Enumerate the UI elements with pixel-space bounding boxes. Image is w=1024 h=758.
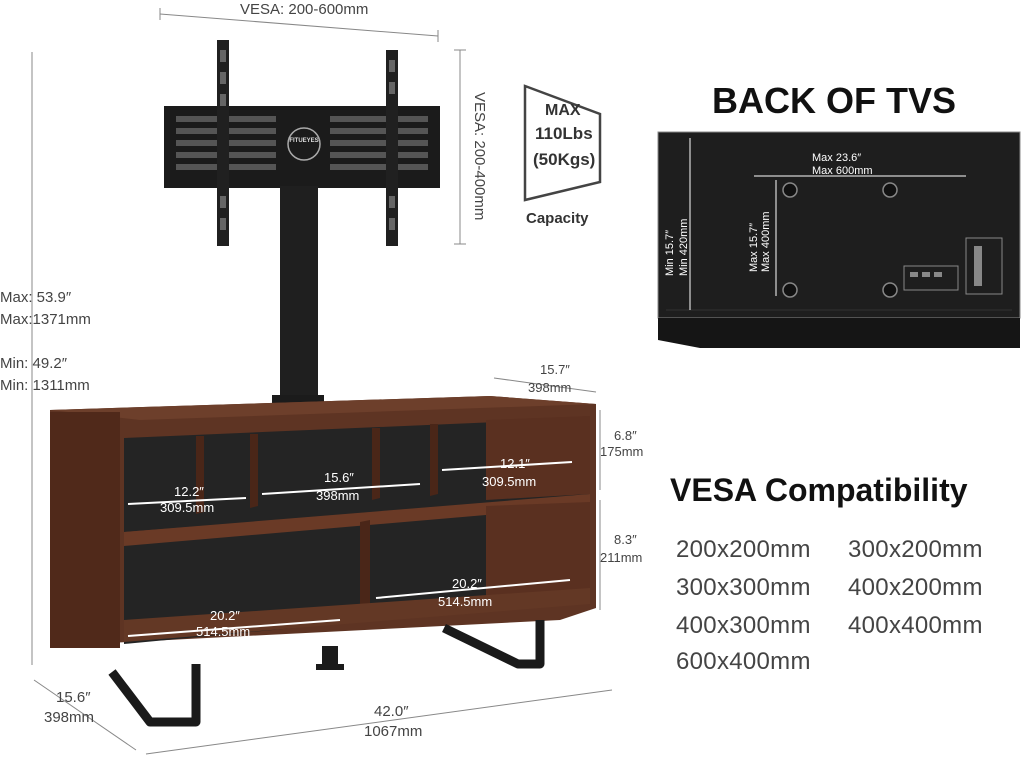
upper-shelf-height-mm: 175mm — [600, 444, 644, 459]
vesa-size-item: 300x200mm — [848, 536, 983, 563]
upper-middle-mm: 398mm — [316, 488, 360, 503]
lower-shelf-height-in: 8.3″ — [614, 532, 637, 547]
lower-right-mm: 514.5mm — [438, 594, 493, 609]
base-width-in: 42.0″ — [374, 703, 409, 720]
tv-back-panel — [657, 131, 1021, 348]
capacity-label: Capacity — [526, 210, 589, 227]
upper-shelf-height-in: 6.8″ — [614, 428, 637, 443]
lower-left-in: 20.2″ — [210, 608, 240, 623]
max-height-mm: Max:1371mm — [0, 311, 91, 328]
tv-width-mm: Max 600mm — [812, 165, 873, 177]
lower-right-in: 20.2″ — [452, 576, 482, 591]
lower-shelf-height-mm: 211mm — [600, 550, 643, 565]
brand-logo: FITUEYES — [289, 138, 319, 144]
tv-height-min-mm: Min 420mm — [678, 218, 690, 276]
tv-height-min-in: Min 15.7″ — [664, 229, 676, 276]
min-height-in: Min: 49.2″ — [0, 355, 68, 372]
vesa-size-item: 300x300mm — [676, 574, 811, 601]
vesa-size-item: 400x400mm — [848, 612, 983, 639]
base-width-mm: 1067mm — [364, 723, 423, 740]
min-height-mm: Min: 1311mm — [0, 377, 90, 394]
top-depth-in: 15.7″ — [540, 362, 570, 377]
vesa-height-label: VESA: 200-400mm — [471, 92, 488, 221]
back-of-tvs-title: BACK OF TVS — [712, 80, 957, 121]
tv-height-max-mm: Max 400mm — [760, 211, 772, 272]
base-depth-mm: 398mm — [44, 709, 95, 726]
tv-width-in: Max 23.6″ — [812, 152, 862, 164]
tv-stand-illustration — [31, 8, 613, 755]
vesa-width-label: VESA: 200-600mm — [240, 1, 369, 18]
vesa-size-item: 400x200mm — [848, 574, 983, 601]
vesa-size-item: 600x400mm — [676, 648, 811, 675]
lower-left-mm: 514.5mm — [196, 624, 251, 639]
vesa-size-item: 400x300mm — [676, 612, 811, 639]
vesa-compatibility-title: VESA Compatibility — [670, 472, 968, 508]
upper-middle-in: 15.6″ — [324, 470, 354, 485]
capacity-lbs: 110Lbs — [535, 124, 593, 143]
capacity-max: MAX — [545, 102, 581, 119]
base-depth-in: 15.6″ — [56, 689, 91, 706]
top-depth-mm: 398mm — [528, 380, 572, 395]
max-height-in: Max: 53.9″ — [0, 289, 72, 306]
tv-height-max-in: Max 15.7″ — [748, 222, 760, 272]
vesa-size-item: 200x200mm — [676, 536, 811, 563]
upper-left-in: 12.2″ — [174, 484, 204, 499]
upper-left-mm: 309.5mm — [160, 500, 215, 515]
upper-right-in: 12.1″ — [500, 456, 530, 471]
capacity-kgs: (50Kgs) — [533, 150, 596, 169]
upper-right-mm: 309.5mm — [482, 474, 537, 489]
